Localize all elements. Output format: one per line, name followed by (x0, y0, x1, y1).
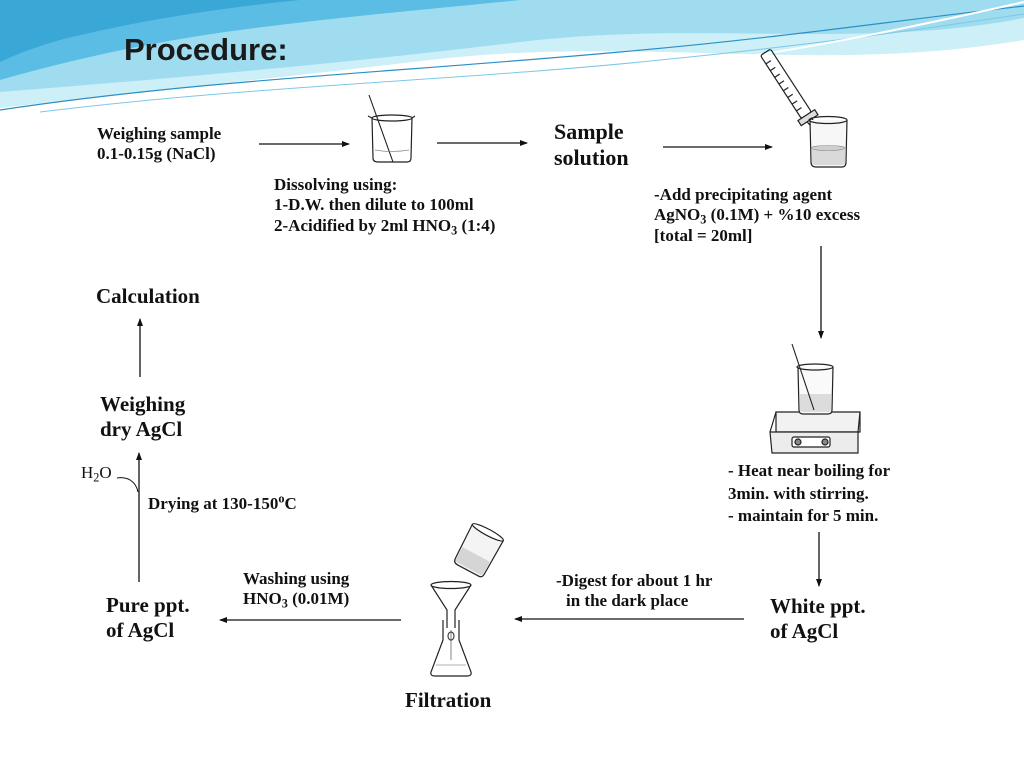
funnel-flask-icon (430, 580, 472, 677)
water-vapor-label: H2O (81, 463, 112, 485)
filtration-label: Filtration (405, 688, 492, 712)
sample-solution-label: Sample solution (554, 119, 629, 170)
dissolving-label: Dissolving using: 1-D.W. then dilute to … (274, 175, 496, 238)
pure-ppt-label: Pure ppt. of AgCl (106, 593, 190, 642)
calculation-label: Calculation (96, 284, 200, 308)
pouring-beaker-icon (454, 523, 505, 578)
wave-line-3 (599, 1, 1024, 76)
wave-line-2 (39, 13, 1024, 113)
washing-label: Washing using HNO3 (0.01M) (243, 569, 350, 612)
wave-deep (0, 0, 300, 62)
header-wave-decoration (0, 0, 1024, 113)
h2o-release-curve (116, 477, 139, 493)
beaker-with-rod-icon (367, 94, 416, 163)
heating-label: - Heat near boiling for 3min. with stirr… (728, 461, 891, 526)
weighing-sample-label: Weighing sample 0.1-0.15g (NaCl) (97, 124, 222, 164)
digest-label: -Digest for about 1 hr in the dark place (556, 571, 713, 611)
drying-label: Drying at 130-150oC (148, 491, 297, 513)
wave-line-1 (0, 5, 1024, 111)
weighing-dry-agcl-label: Weighing dry AgCl (100, 392, 186, 441)
beaker-icon (808, 115, 848, 168)
hot-plate-stirrer-icon (769, 343, 861, 454)
page-title: Procedure: (124, 32, 288, 67)
precipitating-agent-label: -Add precipitating agent AgNO3 (0.1M) + … (654, 185, 861, 245)
white-ppt-label: White ppt. of AgCl (770, 594, 866, 643)
